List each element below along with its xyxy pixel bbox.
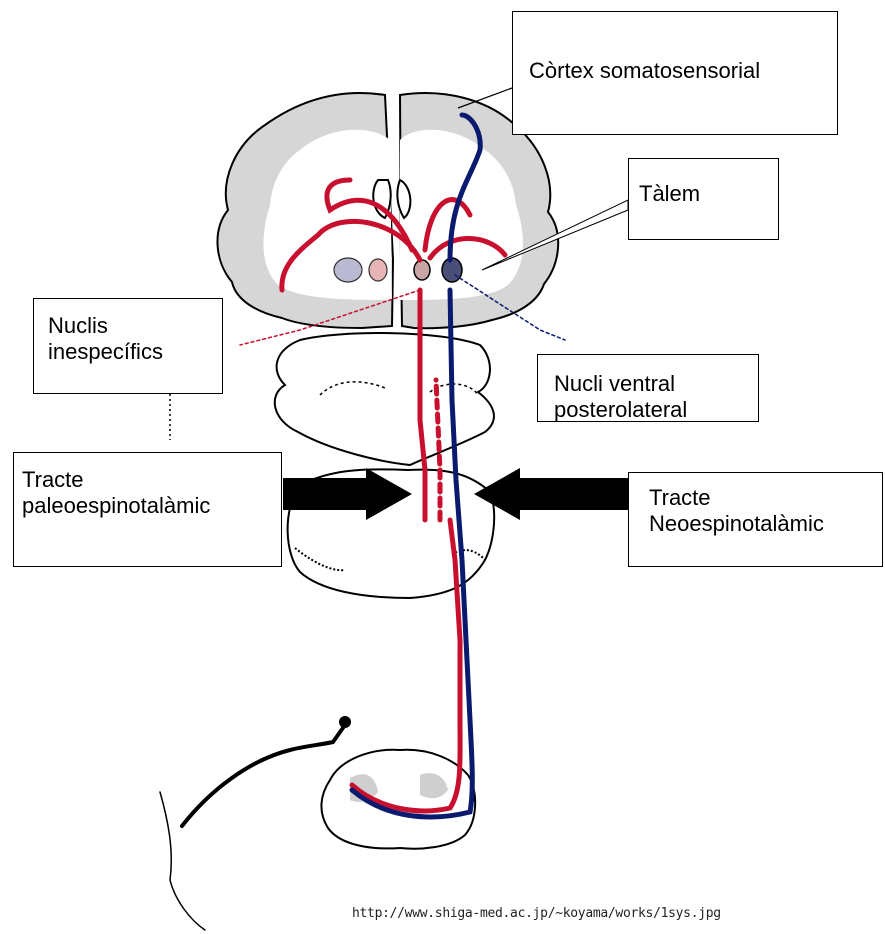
- label-tracte-paleoespinotalamic: Tracte paleoespinotalàmic: [13, 452, 282, 567]
- ventricles: [373, 180, 410, 218]
- label-cortex-somatosensorial: Còrtex somatosensorial: [512, 11, 838, 135]
- label-nuclis-text: Nuclis inespecífics: [48, 313, 222, 366]
- label-talem: Tàlem: [628, 158, 779, 240]
- peripheral-afferent: [160, 716, 351, 930]
- label-talem-text: Tàlem: [639, 181, 778, 207]
- label-tracte-neoespinotalamic: Tracte Neoespinotalàmic: [628, 472, 883, 567]
- label-cortex-text: Còrtex somatosensorial: [529, 58, 837, 84]
- source-url: http://www.shiga-med.ac.jp/~koyama/works…: [352, 906, 721, 921]
- thalamus-nucleus: [442, 258, 462, 282]
- label-neo-text: Tracte Neoespinotalàmic: [649, 485, 882, 538]
- brainstem-midbrain: [275, 333, 494, 465]
- nonspecific-nucleus: [414, 260, 430, 280]
- nucleus-pink: [369, 259, 387, 281]
- label-vpl-text: Nucli ventral posterolateral: [554, 371, 758, 422]
- nucleus-gray-left: [334, 258, 362, 282]
- label-paleo-text: Tracte paleoespinotalàmic: [22, 467, 281, 520]
- label-nuclis-inespecifics: Nuclis inespecífics: [33, 298, 223, 394]
- label-nucli-ventral-posterolateral: Nucli ventral posterolateral: [537, 354, 759, 422]
- big-arrow-right: [474, 468, 628, 520]
